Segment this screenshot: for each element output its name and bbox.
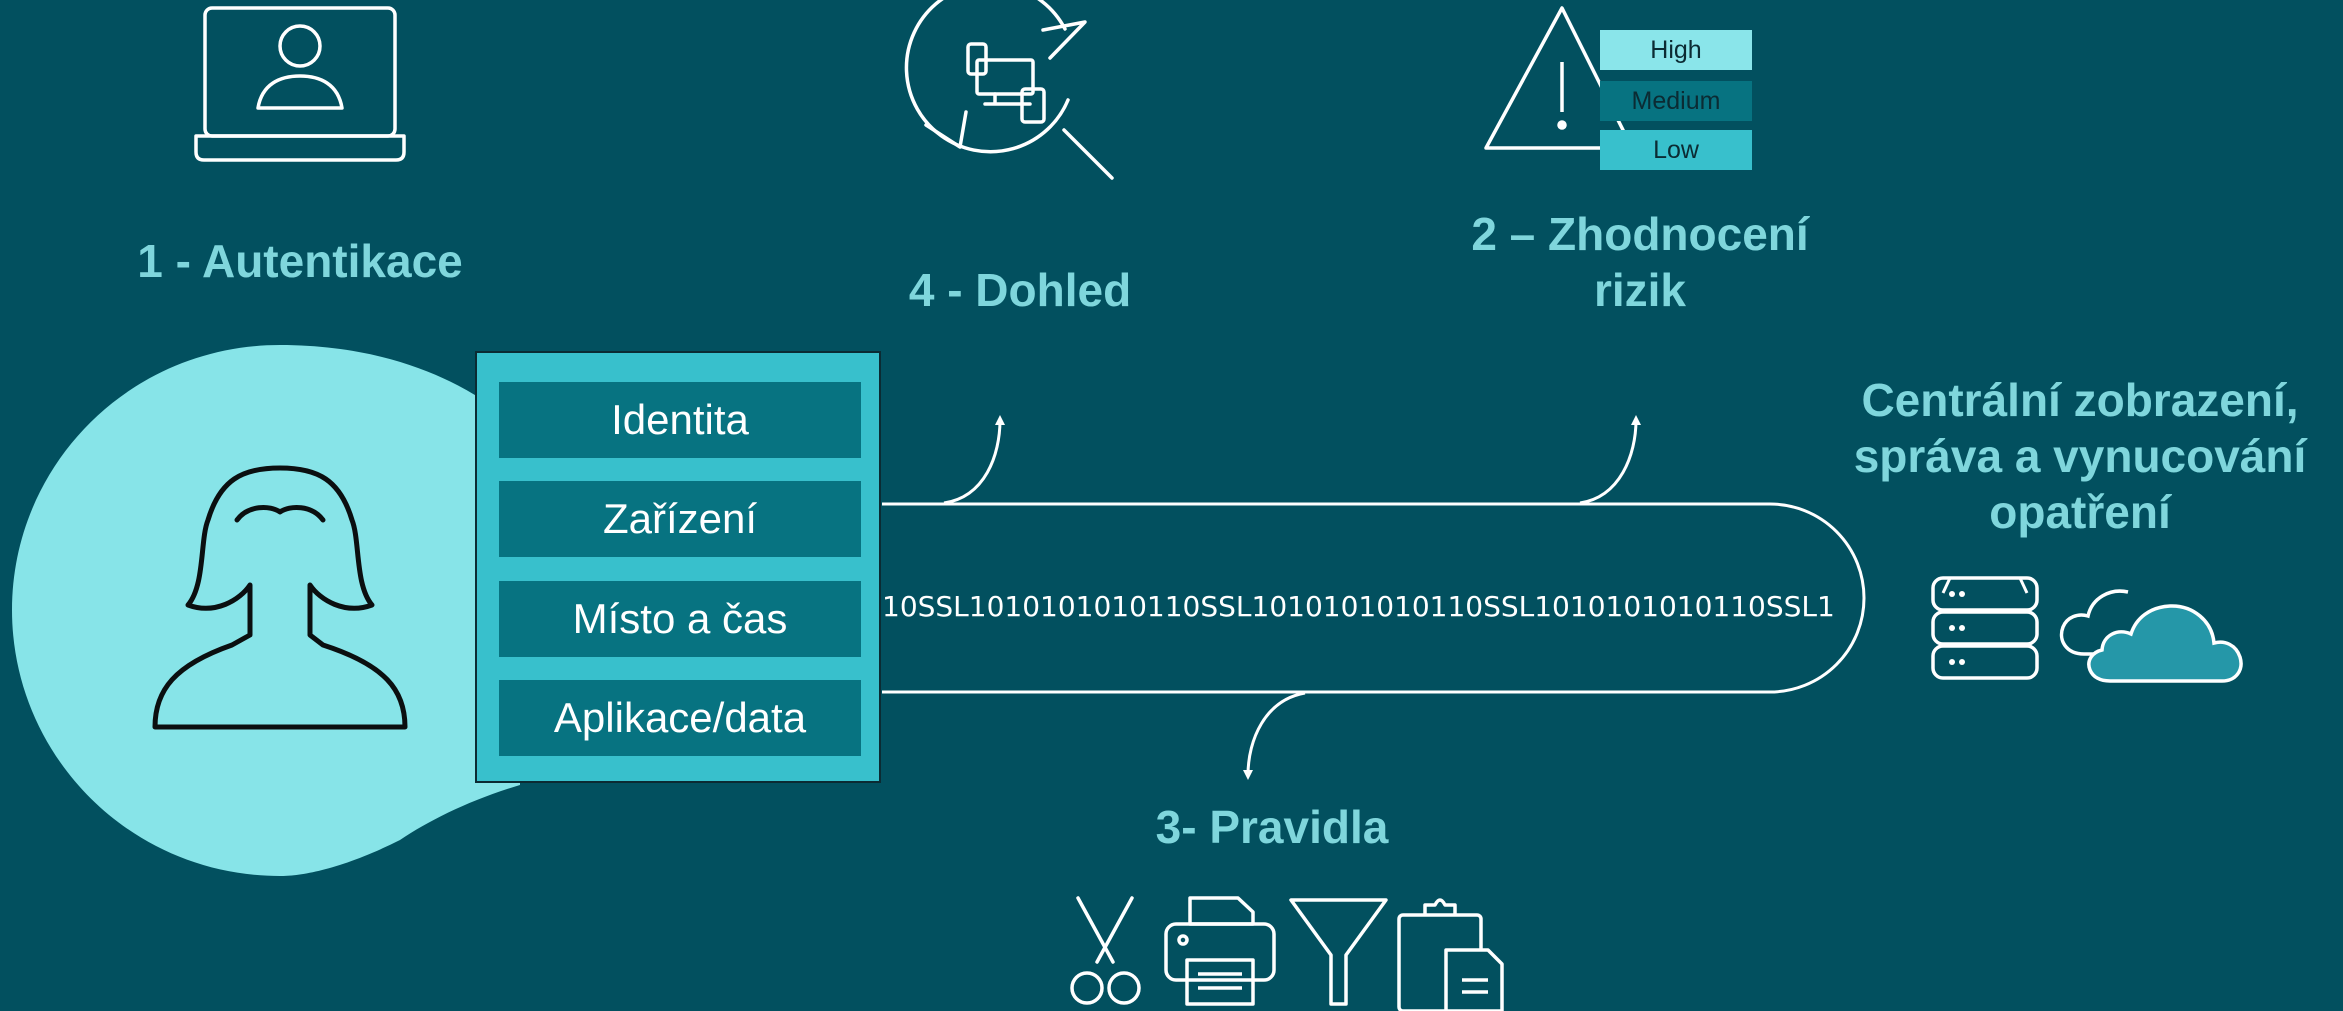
server-icon <box>1931 576 2039 680</box>
step-risk-assessment: 2 – Zhodnocení rizik <box>1390 206 1890 318</box>
risk-level-high: High <box>1600 30 1752 70</box>
ssl-data-stream: 10SSL1010101010110SSL1010101010110SSL101… <box>882 590 1835 623</box>
flow-lines <box>882 415 1866 780</box>
step-rules: 3- Pravidla <box>1155 801 1389 853</box>
central-line2: správa a vynucování <box>1853 430 2307 482</box>
attribute-identity: Identita <box>499 382 861 458</box>
risk-level-low: Low <box>1600 130 1752 170</box>
warning-icon <box>1484 6 1634 150</box>
central-line1: Centrální zobrazení, <box>1861 374 2299 426</box>
step-risk-line1: 2 – Zhodnocení <box>1471 208 1809 260</box>
central-management-title: Centrální zobrazení, správa a vynucování… <box>1830 372 2330 540</box>
access-attributes-panel: Identita Zařízení Místo a čas Aplikace/d… <box>475 351 881 783</box>
laptop-user-icon <box>194 6 406 162</box>
attribute-location-time: Místo a čas <box>499 581 861 657</box>
central-line3: opatření <box>1989 486 2171 538</box>
step-risk-line2: rizik <box>1593 264 1687 316</box>
step-authentication: 1 - Autentikace <box>137 235 463 287</box>
monitoring-icon <box>904 0 1114 180</box>
attribute-application-data: Aplikace/data <box>499 680 861 756</box>
attribute-device: Zařízení <box>499 481 861 557</box>
filter-icon <box>1289 898 1388 1006</box>
clipboard-icon <box>1397 898 1504 1011</box>
user-bubble <box>12 345 520 876</box>
cloud-icon <box>2059 589 2243 683</box>
scissors-icon <box>1070 896 1141 1005</box>
step-monitoring: 4 - Dohled <box>908 264 1132 316</box>
user-icon <box>152 465 408 730</box>
risk-level-medium: Medium <box>1600 81 1752 121</box>
printer-icon <box>1164 896 1276 1006</box>
